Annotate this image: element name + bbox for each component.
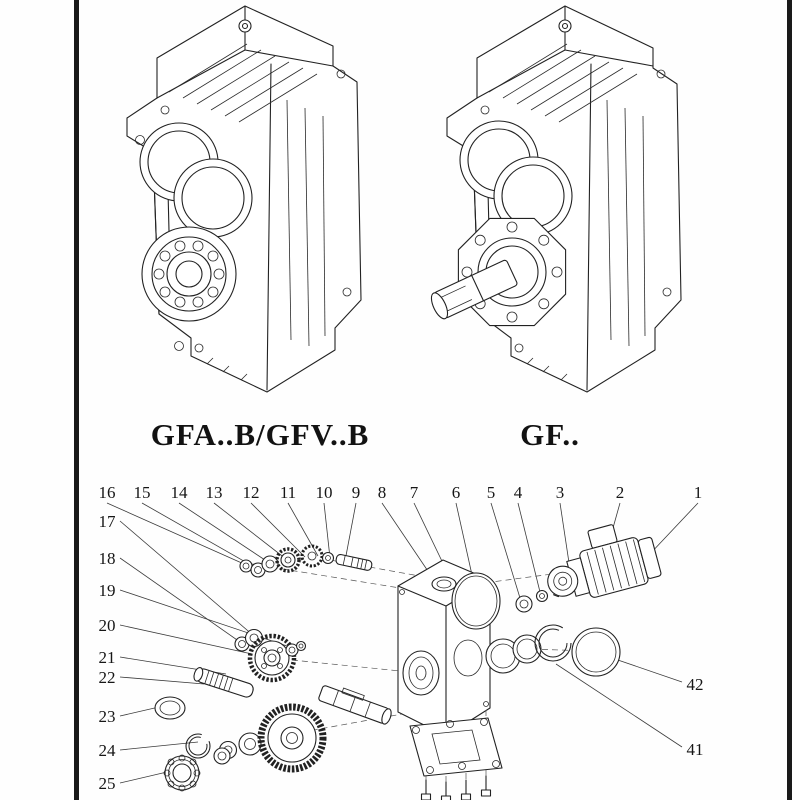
- exploded-view-diagram: 16 15 14 13 12 11 10 9 8 7 6 5 4 3 2 1 1…: [99, 483, 704, 800]
- caption-gfab: GFA..B/GFV..B: [150, 417, 370, 452]
- callout-19: 19: [99, 581, 116, 600]
- callout-5: 5: [487, 483, 496, 502]
- callout-22: 22: [99, 668, 116, 687]
- callout-13: 13: [206, 483, 223, 502]
- callout-1: 1: [694, 483, 703, 502]
- callout-3: 3: [556, 483, 565, 502]
- pinion-shaft: [193, 667, 254, 698]
- callout-42: 42: [687, 675, 704, 694]
- caption-gf: GF..: [520, 417, 580, 452]
- bottom-left-parts: [154, 696, 231, 792]
- callout-9: 9: [352, 483, 361, 502]
- callout-24: 24: [99, 741, 117, 760]
- callout-4: 4: [514, 483, 523, 502]
- input-shaft-parts-cluster: [239, 544, 373, 578]
- callout-21: 21: [99, 648, 116, 667]
- input-oring-part: [451, 572, 501, 630]
- callout-23: 23: [99, 707, 116, 726]
- callout-41: 41: [687, 740, 704, 759]
- callout-17: 17: [99, 512, 117, 531]
- gf-lifting-eye-hole: [558, 19, 572, 33]
- gearbox-drawing-gf: [430, 5, 682, 393]
- retaining-rings: [485, 624, 621, 677]
- motor-assembly: [547, 524, 662, 598]
- callout-6: 6: [452, 483, 461, 502]
- gf-output-shaft: [430, 259, 518, 320]
- gf-base-notches: [526, 357, 568, 381]
- gfab-lifting-eye-hole: [238, 19, 252, 33]
- gfab-side-ribs: [286, 99, 326, 347]
- callout-20: 20: [99, 616, 116, 635]
- gf-side-ribs: [606, 99, 646, 347]
- callout-2: 2: [616, 483, 625, 502]
- gfab-output-bearing: [141, 226, 237, 322]
- callout-14: 14: [171, 483, 189, 502]
- gasket-part: [409, 710, 503, 782]
- callout-11: 11: [280, 483, 296, 502]
- output-shaft-part: [318, 685, 392, 725]
- gf-roof-ribs: [488, 43, 638, 123]
- gf-bolt-holes: [480, 69, 672, 353]
- gf-bore-circles: [459, 120, 573, 236]
- gfab-roof-ribs: [168, 43, 318, 123]
- callout-15: 15: [134, 483, 151, 502]
- page-edge-right: [787, 0, 792, 800]
- callout-10: 10: [316, 483, 333, 502]
- callout-25: 25: [99, 774, 116, 793]
- callout-7: 7: [410, 483, 419, 502]
- callout-labels: 16 15 14 13 12 11 10 9 8 7 6 5 4 3 2 1 1…: [99, 483, 704, 793]
- mounting-bolts: [420, 775, 492, 800]
- gfab-bolt-holes: [135, 69, 352, 353]
- callout-18: 18: [99, 549, 116, 568]
- callout-8: 8: [378, 483, 387, 502]
- gearbox-drawing-gfab: [126, 5, 362, 393]
- input-shaft: [335, 553, 373, 571]
- intermediate-gear-cluster: [193, 628, 307, 698]
- gfab-base-notches: [206, 357, 248, 381]
- callout-12: 12: [243, 483, 260, 502]
- callout-16: 16: [99, 483, 116, 502]
- page-edge-left: [74, 0, 79, 800]
